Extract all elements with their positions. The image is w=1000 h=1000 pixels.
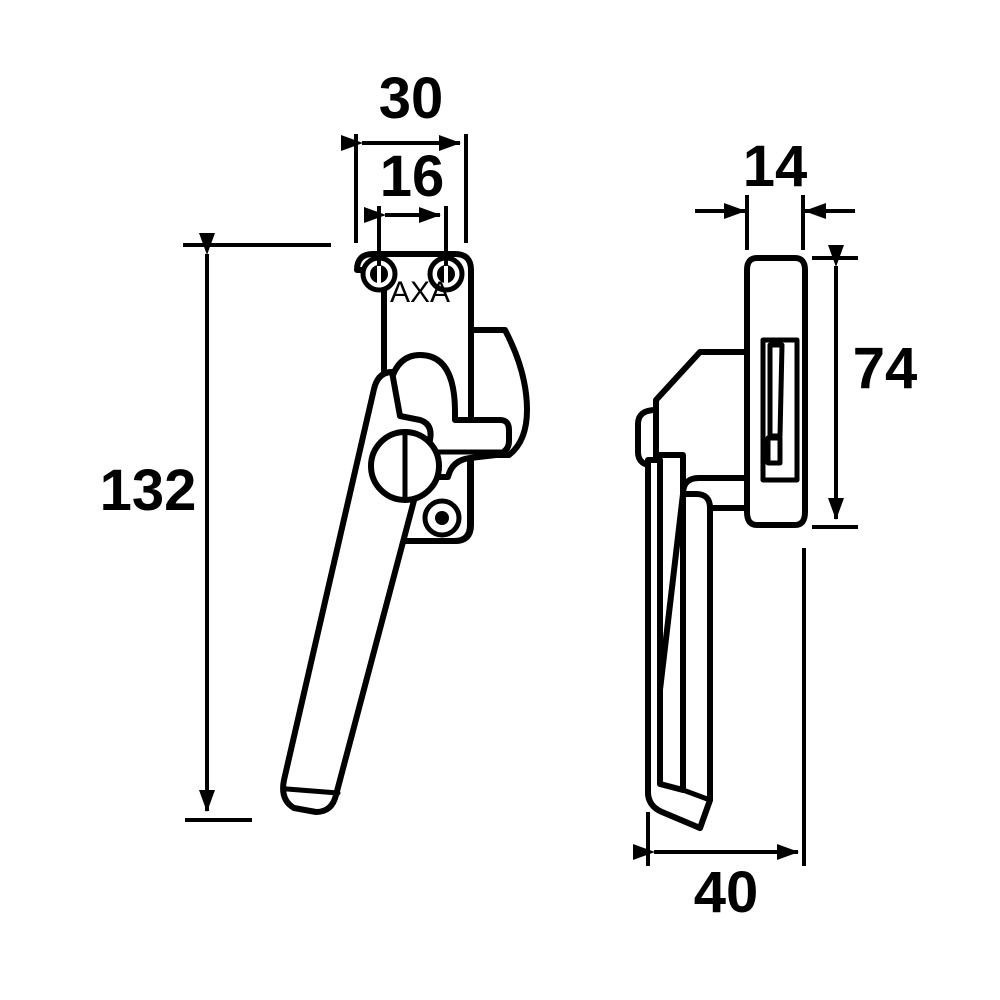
- lower-screw-hole-core: [435, 511, 449, 525]
- lever-tip-line: [284, 786, 341, 796]
- dimension-annotations: 30 16 132 14 74 40: [100, 66, 918, 925]
- dim-132-label: 132: [100, 458, 197, 523]
- dim-74-label: 74: [853, 336, 918, 401]
- front-view: AXA: [280, 251, 530, 815]
- dim-30-label: 30: [379, 66, 444, 131]
- internal-recess: [760, 337, 800, 483]
- dim-40-label: 40: [694, 860, 759, 925]
- lever-arm-step: [680, 787, 713, 803]
- dim-16-label: 16: [380, 144, 445, 209]
- lever-arm-profile-outer: [645, 457, 713, 831]
- internal-latch-stub: [765, 435, 783, 466]
- dim-14-label: 14: [743, 134, 808, 199]
- side-view: [635, 255, 808, 831]
- brand-label: AXA: [390, 276, 450, 309]
